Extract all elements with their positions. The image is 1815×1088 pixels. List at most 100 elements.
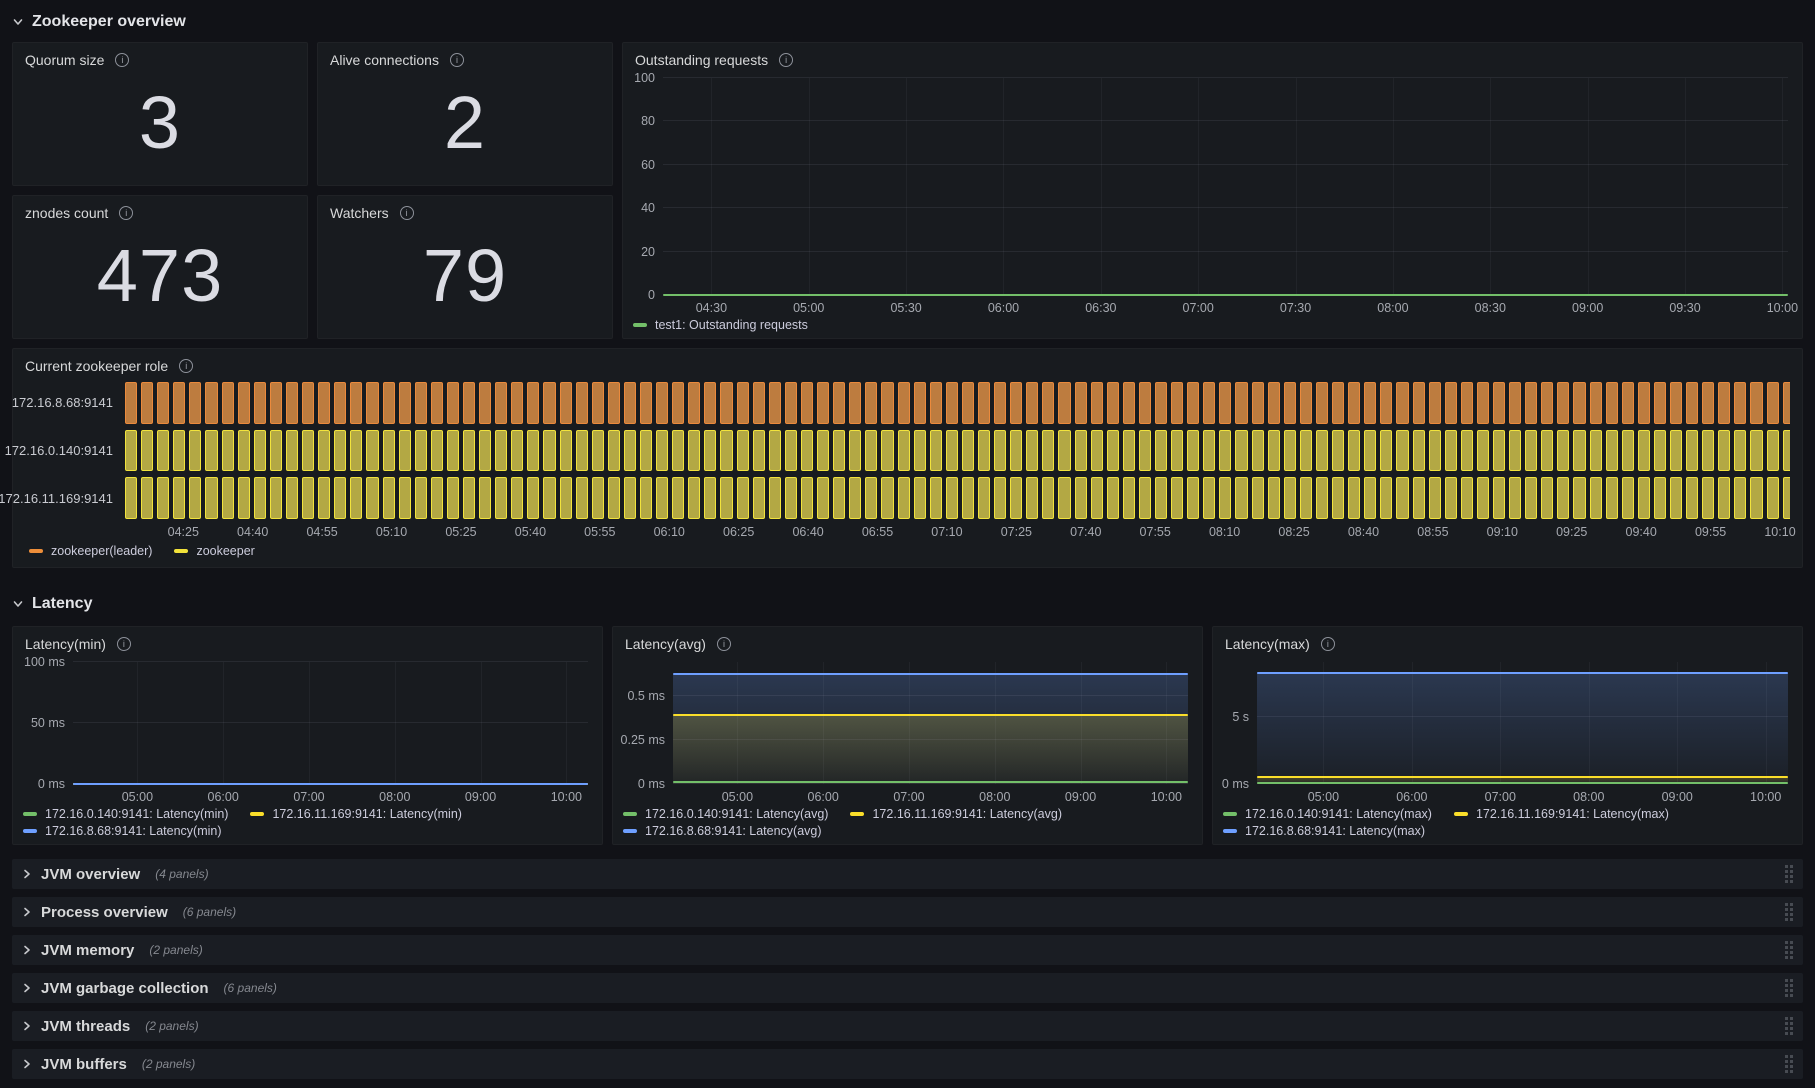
state-bar	[1042, 429, 1055, 472]
stat-value: 2	[443, 81, 487, 164]
state-bar	[1283, 382, 1296, 424]
row-jvm-buffers[interactable]: JVM buffers (2 panels)	[12, 1049, 1803, 1079]
info-icon[interactable]	[179, 359, 194, 373]
state-bar	[527, 477, 540, 520]
panel-alive-connections: Alive connections 2	[317, 42, 613, 186]
state-bar	[285, 477, 299, 520]
info-icon[interactable]	[115, 53, 130, 67]
x-axis-label: 09:30	[1669, 301, 1701, 315]
x-axis-label: 09:40	[1625, 525, 1657, 539]
info-icon[interactable]	[449, 53, 464, 67]
legend-label: 172.16.0.140:9141: Latency(max)	[1245, 807, 1432, 821]
state-bar	[897, 477, 910, 520]
row-process-overview[interactable]: Process overview (6 panels)	[12, 897, 1803, 927]
state-bar	[1348, 382, 1361, 424]
info-icon[interactable]	[1320, 637, 1335, 651]
legend-item[interactable]: 172.16.11.169:9141: Latency(avg)	[850, 807, 1062, 821]
state-bar	[961, 477, 974, 520]
x-axis-label: 10:00	[1150, 790, 1182, 804]
legend-item[interactable]: 172.16.0.140:9141: Latency(avg)	[623, 807, 828, 821]
legend-item[interactable]: test1: Outstanding requests	[633, 318, 808, 332]
state-bar	[784, 477, 797, 520]
panel-title[interactable]: Latency(min)	[25, 636, 106, 652]
legend-swatch	[23, 812, 37, 816]
gridline-v	[1003, 78, 1005, 295]
row-title: JVM overview	[41, 865, 141, 883]
panel-title[interactable]: Latency(avg)	[625, 636, 706, 652]
legend-item[interactable]: 172.16.0.140:9141: Latency(min)	[23, 807, 228, 821]
y-axis-label: 0 ms	[637, 777, 665, 791]
legend-item[interactable]: 172.16.8.68:9141: Latency(max)	[1223, 824, 1425, 838]
drag-handle-icon[interactable]	[1785, 941, 1793, 959]
gridline-v	[823, 662, 825, 784]
state-bar	[189, 477, 202, 520]
timeline-track[interactable]	[125, 382, 1790, 424]
legend-item[interactable]: zookeeper	[174, 544, 255, 558]
y-axis-label: 0	[648, 288, 655, 302]
state-bar	[1637, 477, 1650, 520]
state-bar	[1637, 382, 1650, 424]
section-latency[interactable]: Latency	[12, 590, 1803, 618]
legend-item[interactable]: 172.16.0.140:9141: Latency(max)	[1223, 807, 1432, 821]
state-bar	[800, 382, 814, 424]
series-line	[1257, 782, 1788, 785]
panel-title[interactable]: Alive connections	[330, 52, 439, 68]
legend-item[interactable]: 172.16.8.68:9141: Latency(avg)	[623, 824, 822, 838]
drag-handle-icon[interactable]	[1785, 865, 1793, 883]
gridline-h	[663, 163, 1788, 165]
info-icon[interactable]	[716, 637, 731, 651]
drag-handle-icon[interactable]	[1785, 1017, 1793, 1035]
state-bar	[1734, 429, 1747, 472]
info-icon[interactable]	[399, 206, 414, 220]
state-bar	[1573, 477, 1586, 520]
legend-row: 172.16.8.68:9141: Latency(avg)	[623, 824, 1192, 838]
info-icon[interactable]	[116, 637, 131, 651]
state-bar	[1653, 382, 1666, 424]
section-zookeeper-overview[interactable]: Zookeeper overview	[12, 8, 1803, 36]
row-jvm-memory[interactable]: JVM memory (2 panels)	[12, 935, 1803, 965]
row-jvm-garbage-collection[interactable]: JVM garbage collection (6 panels)	[12, 973, 1803, 1003]
panel-title[interactable]: znodes count	[25, 205, 109, 221]
state-bar	[398, 477, 411, 520]
y-axis-label: 0 ms	[37, 777, 65, 791]
info-icon[interactable]	[119, 206, 134, 220]
drag-handle-icon[interactable]	[1785, 979, 1793, 997]
row-jvm-threads[interactable]: JVM threads (2 panels)	[12, 1011, 1803, 1041]
state-bar	[929, 477, 942, 520]
drag-handle-icon[interactable]	[1785, 903, 1793, 921]
panel-title[interactable]: Outstanding requests	[635, 52, 769, 68]
info-icon[interactable]	[779, 53, 794, 67]
state-bar	[656, 429, 669, 472]
series-area-fill	[1257, 672, 1788, 784]
legend-label: zookeeper	[196, 544, 255, 558]
x-axis-label: 07:00	[293, 790, 325, 804]
legend-item[interactable]: 172.16.11.169:9141: Latency(max)	[1453, 807, 1669, 821]
legend-item[interactable]: zookeeper(leader)	[29, 544, 152, 558]
legend-item[interactable]: 172.16.11.169:9141: Latency(min)	[250, 807, 462, 821]
timeline-row-label: 172.16.11.169:9141	[0, 490, 113, 506]
panel-title[interactable]: Current zookeeper role	[25, 358, 169, 374]
row-jvm-overview[interactable]: JVM overview (4 panels)	[12, 859, 1803, 889]
panel-title[interactable]: Watchers	[330, 205, 389, 221]
x-axis-label: 06:00	[807, 790, 839, 804]
timeline-track[interactable]	[125, 429, 1790, 472]
state-bar	[704, 477, 717, 520]
panel-title[interactable]: Quorum size	[25, 52, 105, 68]
legend-label: 172.16.0.140:9141: Latency(avg)	[645, 807, 829, 821]
legend-item[interactable]: 172.16.8.68:9141: Latency(min)	[23, 824, 222, 838]
drag-handle-icon[interactable]	[1785, 1055, 1793, 1073]
timeline-track[interactable]	[125, 477, 1790, 520]
panel-title[interactable]: Latency(max)	[1225, 636, 1310, 652]
state-bar	[462, 382, 476, 424]
